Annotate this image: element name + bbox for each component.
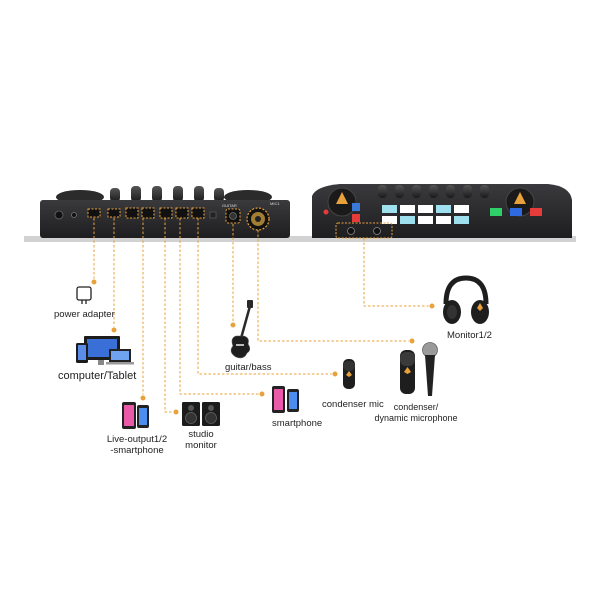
condenser-mic-icon: [343, 359, 355, 389]
label-studio-monitor: studio monitor: [185, 429, 217, 451]
label-dynamic-mic: condenser/ dynamic microphone: [374, 402, 458, 423]
rear-label-mic1: MIC1: [270, 201, 280, 206]
usb-port-2: [107, 208, 121, 218]
connector-dots: [90, 278, 436, 416]
usb-port-1: [87, 208, 101, 218]
pad-grid: [382, 205, 469, 224]
top-controller-device: [312, 184, 572, 239]
label-computer-tablet: computer/Tablet: [58, 370, 137, 382]
line-studio-monitor: [164, 218, 176, 413]
shelf: [24, 236, 576, 242]
line-condenser-mic: [197, 218, 335, 375]
computer-tablet-icon: [76, 336, 134, 365]
label-monitor: Monitor1/2: [447, 330, 492, 341]
headphones-icon: [443, 275, 489, 324]
label-live-output: Live-output1/2 -smartphone: [106, 434, 168, 456]
label-power-adapter: power adapter: [54, 309, 115, 320]
live-smartphone-icon: [122, 402, 149, 429]
label-guitar-bass: guitar/bass: [225, 362, 272, 373]
studio-monitor-icon: [182, 402, 220, 426]
connector-lines: [93, 218, 432, 413]
top-knobs: [378, 185, 489, 198]
rear-knobs: [110, 186, 224, 202]
power-switch: [54, 210, 64, 220]
line-dynamic-mic: [257, 230, 412, 342]
power-adapter-icon: [76, 286, 92, 304]
line-smartphone: [179, 218, 262, 395]
rear-panel-device: [40, 186, 290, 238]
dc-jack: [71, 212, 77, 218]
label-smartphone: smartphone: [272, 418, 323, 429]
guitar-icon: [230, 300, 253, 359]
rear-label-guitar: GUITAR: [222, 203, 237, 208]
output-jacks: [125, 207, 205, 219]
dynamic-mic-icon: [400, 342, 438, 396]
aux-switch: [209, 211, 217, 219]
smartphone-icon: [272, 386, 299, 413]
label-condenser-mic: condenser mic: [322, 399, 384, 410]
line-headphones: [363, 238, 432, 307]
